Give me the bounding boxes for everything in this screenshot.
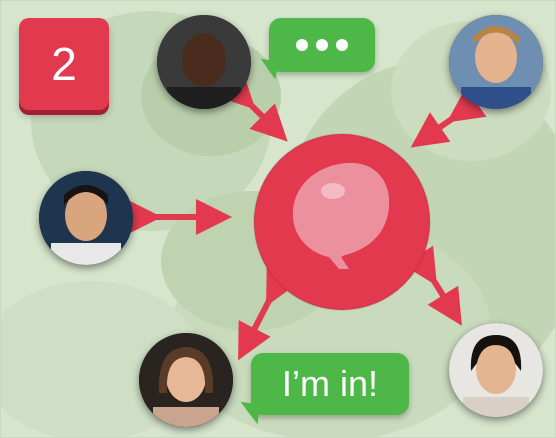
avatar-top-right[interactable] bbox=[449, 15, 543, 109]
person-photo-icon bbox=[449, 323, 543, 417]
typing-bubble bbox=[257, 18, 375, 80]
person-photo-icon bbox=[449, 15, 543, 109]
reply-bubble: I’m in! bbox=[237, 353, 409, 425]
reply-text: I’m in! bbox=[281, 363, 378, 404]
hub-circle bbox=[253, 133, 431, 311]
balloon-icon bbox=[292, 162, 390, 269]
avatar-left[interactable] bbox=[39, 171, 133, 265]
person-photo-icon bbox=[139, 333, 233, 427]
typing-dots-icon bbox=[296, 39, 348, 51]
avatar-top-left[interactable] bbox=[157, 15, 251, 109]
person-photo-icon bbox=[39, 171, 133, 265]
step-number-badge: 2 bbox=[19, 18, 109, 110]
avatar-bottom-right[interactable] bbox=[449, 323, 543, 417]
person-photo-icon bbox=[157, 15, 251, 109]
avatar-bottom-left[interactable] bbox=[139, 333, 233, 427]
